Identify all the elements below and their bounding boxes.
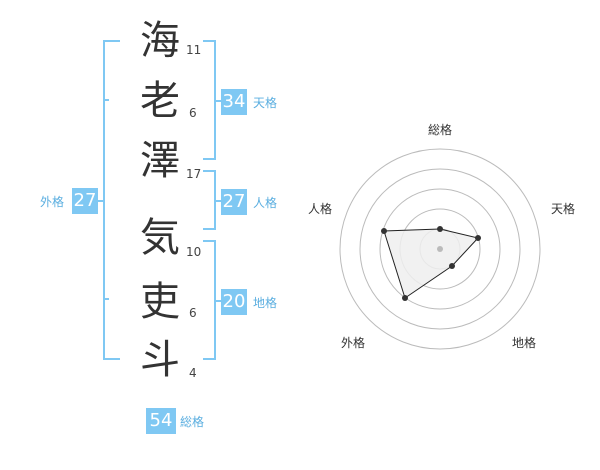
chikaku-value-badge: 20 <box>221 289 247 315</box>
radar-point-tenkaku <box>475 235 481 241</box>
gaikaku-bracket <box>103 40 120 360</box>
name-char-6: 斗 <box>140 337 180 383</box>
name-char-1: 海 <box>140 18 180 64</box>
radar-ring-4 <box>359 168 521 330</box>
gaikaku-bracket-tick <box>98 200 104 202</box>
radar-label-jinkaku: 人格 <box>308 202 333 216</box>
radar-label-tenkaku: 天格 <box>551 202 576 216</box>
tenkaku-label: 天格 <box>253 96 278 110</box>
name-char-4: 気 <box>140 215 180 261</box>
name-char-3: 澤 <box>140 138 180 184</box>
radar-point-soukaku <box>437 226 443 232</box>
radar-center-dot <box>437 246 443 252</box>
stroke-count-2: 6 <box>189 106 197 120</box>
stroke-count-6: 4 <box>189 366 197 380</box>
gaikaku-bracket-mid-tick <box>103 99 109 101</box>
radar-point-jinkaku <box>381 228 387 234</box>
gaikaku-bracket-mid-tick-2 <box>103 298 109 300</box>
tenkaku-value-badge: 34 <box>221 89 247 115</box>
radar-label-gaikaku: 外格 <box>341 336 366 350</box>
gaikaku-label: 外格 <box>40 195 65 209</box>
chikaku-label: 地格 <box>253 296 278 310</box>
radar-label-soukaku: 総格 <box>428 123 453 137</box>
jinkaku-bracket <box>203 170 216 230</box>
radar-point-gaikaku <box>402 295 408 301</box>
name-char-2: 老 <box>140 78 180 124</box>
chikaku-bracket <box>203 240 216 360</box>
soukaku-value-badge: 54 <box>146 408 176 434</box>
tenkaku-bracket-tick <box>216 100 222 102</box>
stroke-count-5: 6 <box>189 306 197 320</box>
tenkaku-bracket <box>203 40 216 160</box>
soukaku-label: 総格 <box>180 415 205 429</box>
chikaku-bracket-tick <box>216 300 222 302</box>
radar-label-chikaku: 地格 <box>512 336 537 350</box>
radar-ring-5 <box>339 148 541 350</box>
stroke-count-4: 10 <box>186 245 202 259</box>
jinkaku-value-badge: 27 <box>221 189 247 215</box>
radar-ring-3 <box>379 188 501 310</box>
radar-point-chikaku <box>449 263 455 269</box>
gaikaku-value-badge: 27 <box>72 188 98 214</box>
jinkaku-bracket-tick <box>216 200 222 202</box>
stroke-count-3: 17 <box>186 167 202 181</box>
name-char-5: 吏 <box>140 279 180 325</box>
jinkaku-label: 人格 <box>253 196 278 210</box>
radar-shape <box>383 228 479 299</box>
stroke-count-1: 11 <box>186 43 202 57</box>
